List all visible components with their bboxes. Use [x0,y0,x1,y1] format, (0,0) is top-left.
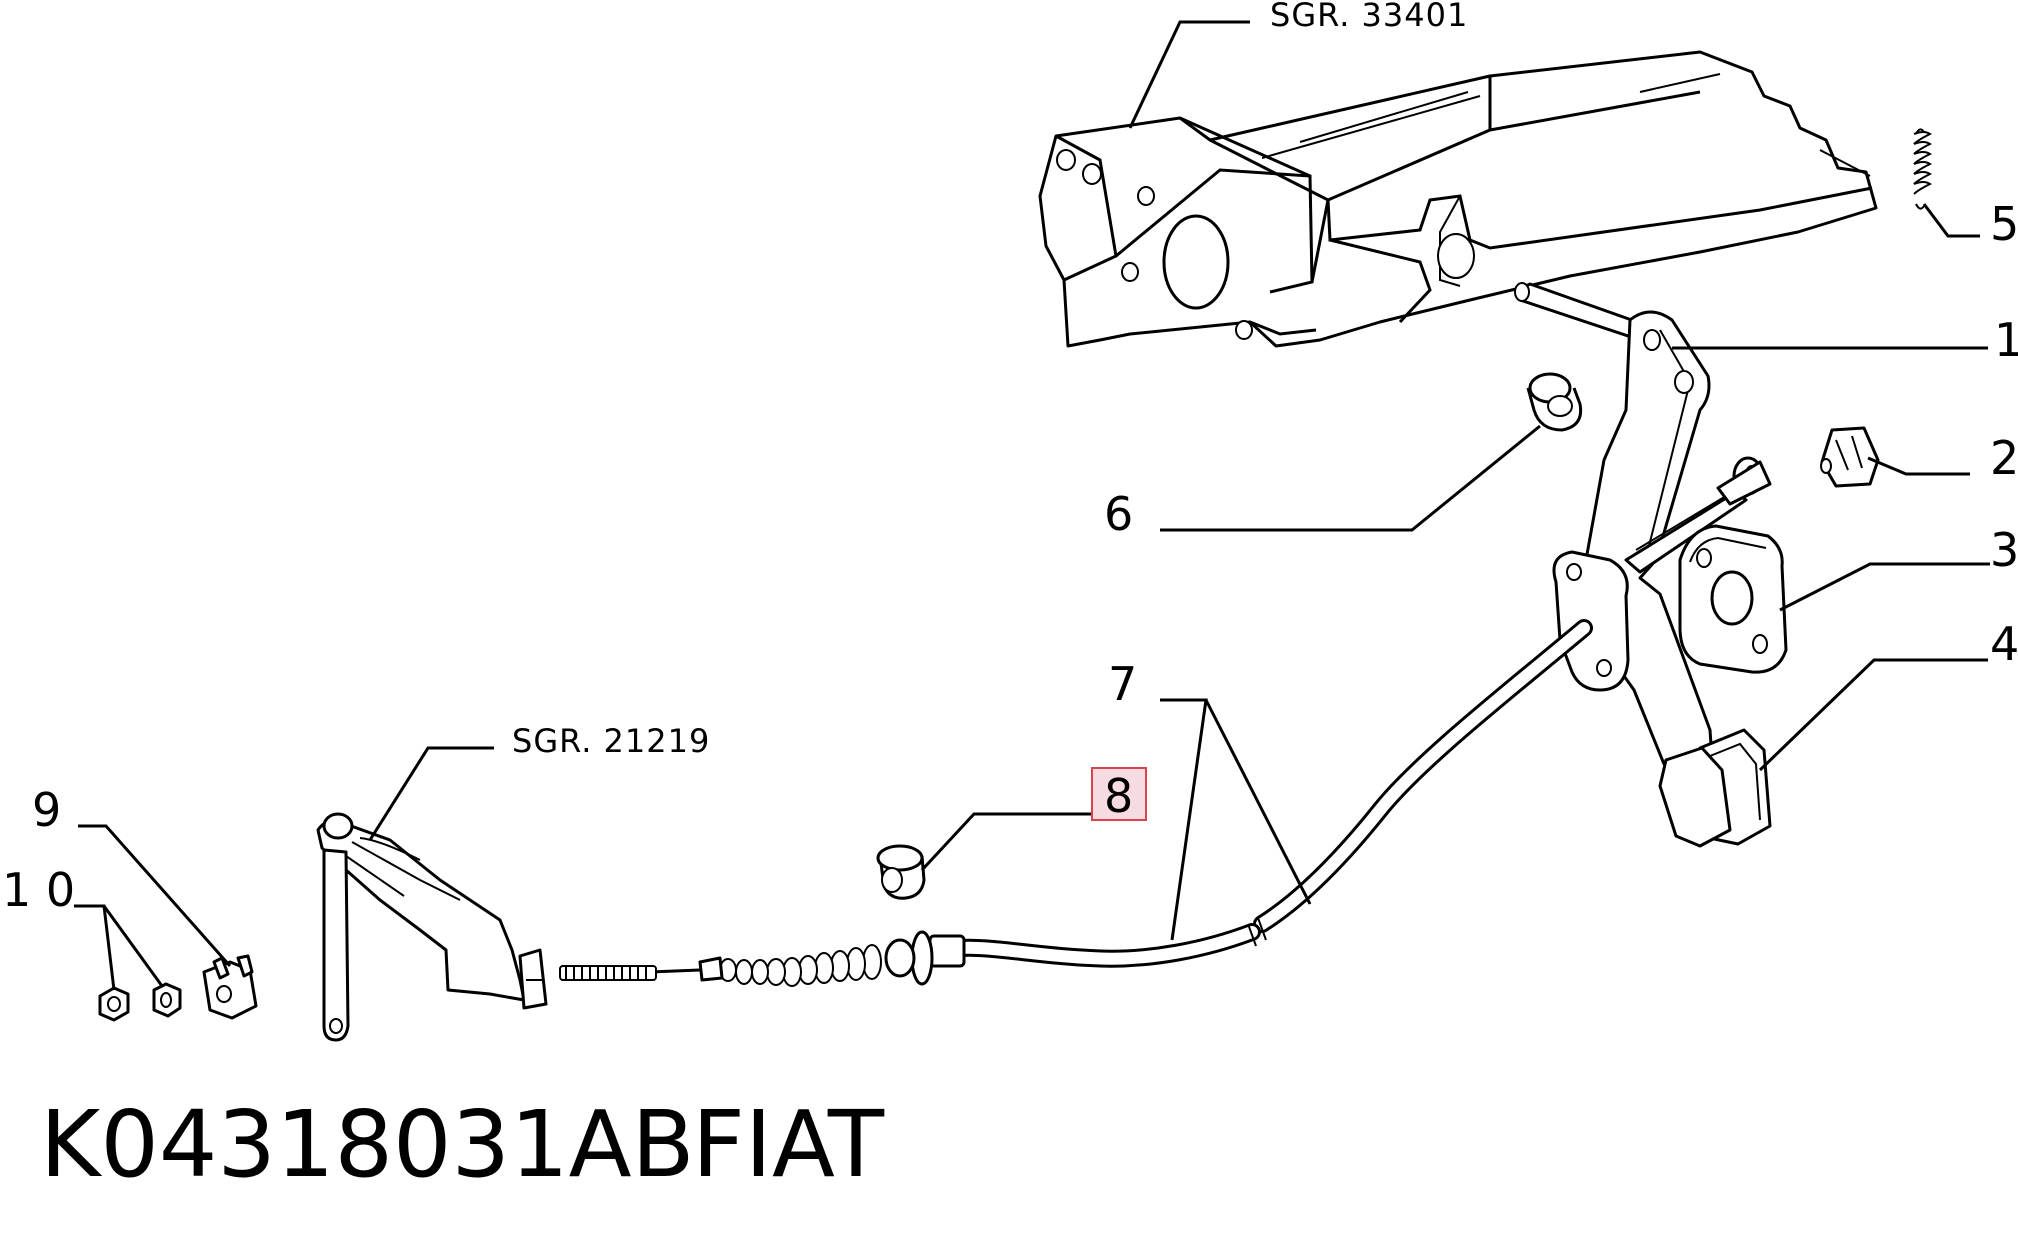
callout-2[interactable]: 2 [1990,431,2018,485]
clip-2 [1820,426,1880,488]
cable-end-flange [1552,550,1630,692]
callout-3[interactable]: 3 [1990,523,2018,577]
return-spring [1913,128,1932,210]
brand-name: FIAT [692,1091,885,1198]
clip-9 [202,954,258,1020]
pedal-support-bracket [1038,50,1878,348]
bushing-6 [1526,372,1583,432]
callout-10[interactable]: 1 0 [2,863,75,917]
pedal-push-rod [1624,456,1772,574]
callout-8-highlight[interactable]: 8 [1091,767,1147,823]
release-fork-lever [316,812,548,1042]
nut-10b [152,982,182,1018]
callout-5[interactable]: 5 [1990,197,2018,251]
callout-9[interactable]: 9 [32,783,61,837]
callout-7[interactable]: 7 [1108,657,1137,711]
pedal-pad-4 [1658,728,1772,848]
clutch-cable-7 [559,619,1593,987]
callout-6[interactable]: 6 [1104,487,1133,541]
highlight-box [1091,767,1147,821]
cable-boot [719,944,882,987]
gasket-plate-3 [1678,524,1788,674]
ref-label-sgr-21219: SGR. 21219 [512,722,710,760]
callout-1[interactable]: 1 [1994,313,2018,367]
leader-lines [74,20,1990,991]
part-number: K04318031AB [40,1091,695,1198]
callout-4[interactable]: 4 [1990,617,2018,671]
grommet-8 [876,844,926,900]
callout-8[interactable]: 8 [1104,769,1133,823]
ref-label-sgr-33401: SGR. 33401 [1270,0,1468,34]
nut-10a [98,986,130,1022]
